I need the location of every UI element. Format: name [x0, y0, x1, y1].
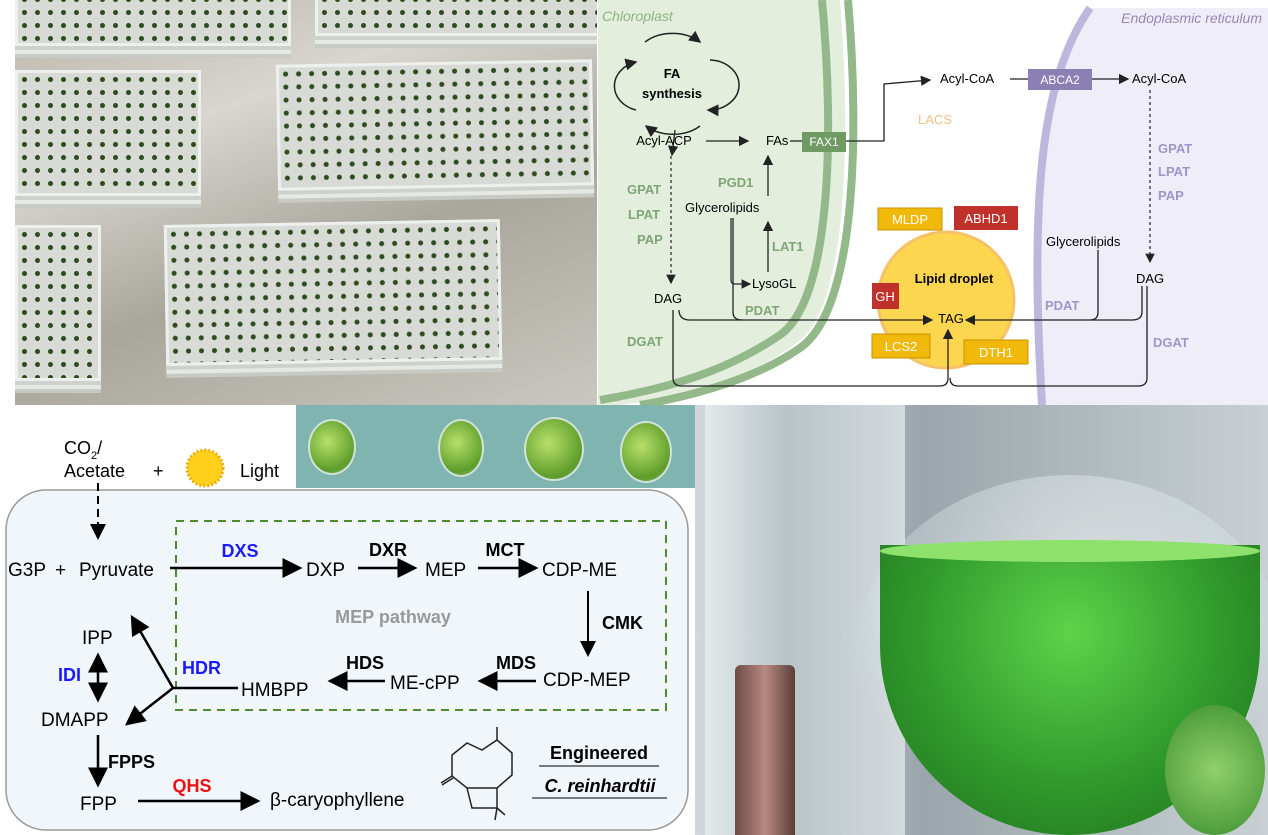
mep-pathway-box — [175, 520, 667, 711]
acyl-coa: Acyl-CoA — [940, 71, 995, 86]
dxr-label: DXR — [369, 540, 407, 560]
cdp-mep: CDP-MEP — [543, 670, 631, 691]
mep-pathway-label: MEP pathway — [335, 607, 451, 627]
chlamydomonas-micrograph — [296, 405, 695, 488]
abhd1-label: ABHD1 — [964, 211, 1007, 226]
idi-label: IDI — [58, 665, 81, 685]
abhd1-box — [954, 206, 1018, 230]
abca2-box — [1028, 69, 1092, 90]
gh-box — [872, 283, 899, 309]
organism-label: C. reinhardtii — [544, 776, 656, 796]
fpp: FPP — [80, 794, 117, 815]
mldp-label: MLDP — [892, 212, 928, 227]
er-label: Endoplasmic reticulum — [1121, 10, 1262, 26]
lysogl: LysoGL — [752, 276, 796, 291]
lpat-label: LPAT — [1158, 164, 1190, 179]
chloroplast-region — [598, 0, 846, 405]
mep: MEP — [425, 560, 466, 581]
co2-label: CO2/ — [64, 438, 102, 462]
abca2-label: ABCA2 — [1040, 73, 1080, 87]
lcs2-box — [871, 333, 931, 359]
fa-synthesis-label: synthesis — [642, 86, 702, 101]
lpat-label: LPAT — [628, 207, 660, 222]
petri-plate — [15, 0, 291, 46]
algal-cell — [438, 419, 484, 477]
lcs2-label: LCS2 — [885, 339, 918, 354]
pyruvate: Pyruvate — [79, 560, 154, 581]
dag: DAG — [1136, 271, 1164, 286]
lipid-droplet-label: Lipid droplet — [915, 271, 994, 286]
lipid-metabolism-diagram: Chloroplast Endoplasmic reticulum FA syn… — [598, 0, 1268, 405]
algal-cell — [620, 421, 672, 483]
hds-label: HDS — [346, 653, 384, 673]
g3p: G3P — [8, 560, 46, 581]
culture-surface — [880, 540, 1260, 562]
mldp-box — [877, 207, 943, 231]
dxs-label: DXS — [221, 541, 258, 561]
chloroplast-label: Chloroplast — [602, 8, 674, 24]
plus-sign: + — [55, 560, 66, 581]
qhs-label: QHS — [172, 776, 211, 796]
glycerolipids: Glycerolipids — [1046, 234, 1121, 249]
cdp-me: CDP-ME — [542, 560, 617, 581]
tag: TAG — [938, 311, 964, 326]
gpat-label: GPAT — [1158, 141, 1192, 156]
fas: FAs — [766, 133, 789, 148]
dxp: DXP — [306, 560, 345, 581]
pdat-label: PDAT — [745, 303, 779, 318]
gh-label: GH — [875, 289, 895, 304]
petri-plate — [15, 225, 101, 381]
engineered-label: Engineered — [550, 743, 648, 763]
beta-caryophyllene-structure-icon — [440, 727, 513, 821]
pgd1-label: PGD1 — [718, 175, 753, 190]
lacs-label: LACS — [918, 112, 952, 127]
leaf — [1165, 705, 1265, 835]
sun-icon — [185, 448, 225, 488]
acyl-acp: Acyl-ACP — [636, 133, 692, 148]
gpat-label: GPAT — [627, 182, 661, 197]
pap-label: PAP — [1158, 188, 1184, 203]
petri-plate — [15, 70, 201, 196]
fa-synthesis-label: FA — [664, 66, 681, 81]
acetate-label: Acetate — [64, 461, 125, 481]
me-cpp: ME-cPP — [390, 673, 460, 694]
petri-plate — [275, 59, 595, 191]
mds-label: MDS — [496, 653, 536, 673]
petri-plate — [315, 0, 597, 36]
hdr-label: HDR — [182, 658, 221, 678]
petri-plate — [163, 219, 503, 366]
lat1-label: LAT1 — [772, 239, 804, 254]
algal-cell — [524, 417, 584, 481]
bottle — [735, 665, 795, 835]
petri-plates-photo — [15, 0, 597, 405]
dag: DAG — [654, 291, 682, 306]
dth1-box — [963, 339, 1029, 365]
acyl-coa: Acyl-CoA — [1132, 71, 1187, 86]
cmk-label: CMK — [602, 613, 643, 633]
dgat-label: DGAT — [1153, 335, 1189, 350]
glycerolipids: Glycerolipids — [685, 200, 760, 215]
dmapp: DMAPP — [41, 710, 109, 731]
pdat-label: PDAT — [1045, 298, 1079, 313]
mct-label: MCT — [486, 540, 525, 560]
flask-photo — [695, 405, 1268, 835]
fax1-box — [802, 132, 846, 152]
hmbpp: HMBPP — [241, 680, 309, 701]
light-label: Light — [240, 461, 279, 481]
dgat-label: DGAT — [627, 334, 663, 349]
dth1-label: DTH1 — [979, 345, 1013, 360]
pap-label: PAP — [637, 232, 663, 247]
algal-cell — [308, 419, 356, 475]
fpps-label: FPPS — [108, 752, 155, 772]
beta-caryophyllene: β-caryophyllene — [270, 790, 405, 811]
fax1-label: FAX1 — [809, 135, 839, 149]
er-region — [1037, 8, 1268, 405]
ipp: IPP — [82, 628, 113, 649]
plus-sign: + — [153, 461, 164, 481]
